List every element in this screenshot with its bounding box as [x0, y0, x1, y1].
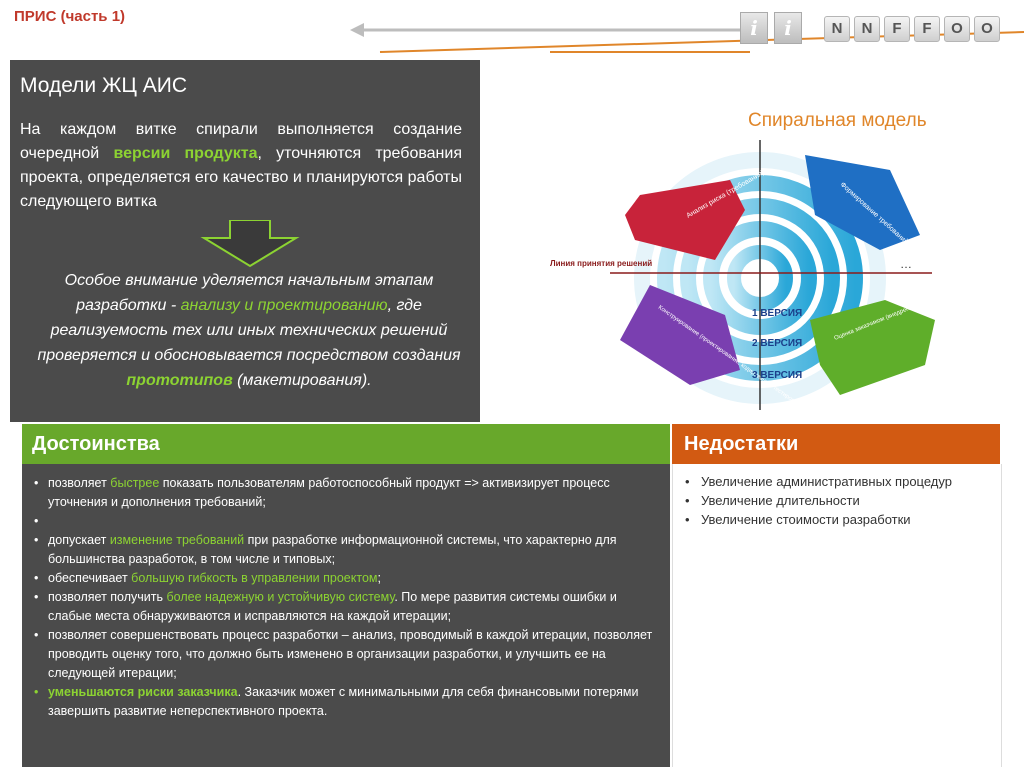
intro-text: На каждом витке спирали выполняется созд…: [20, 121, 462, 210]
logo-letter: N: [824, 16, 850, 42]
formation-block: [805, 155, 920, 250]
logo-letter: O: [974, 16, 1000, 42]
dots-label: …: [900, 257, 912, 271]
evaluation-block: [810, 300, 935, 395]
header-arrow: [350, 23, 750, 53]
construction-block: [620, 285, 740, 385]
logo-cube: i: [740, 12, 768, 44]
disadvantages-list: Увеличение административных процедур Уве…: [683, 472, 993, 529]
version-label: 2 ВЕРСИЯ: [752, 338, 802, 349]
logo: i i N N F F O O: [740, 4, 1024, 48]
logo-letter: O: [944, 16, 970, 42]
disadvantages-panel: Увеличение административных процедур Уве…: [672, 464, 1002, 767]
analysis-block: [625, 180, 745, 260]
logo-cube: i: [774, 12, 802, 44]
acceptance-label: Линия принятия решений: [550, 259, 652, 268]
list-item: Увеличение административных процедур: [683, 472, 993, 491]
version-label: 3 ВЕРСИЯ: [752, 370, 802, 381]
list-item: позволяет получить более надежную и усто…: [34, 588, 662, 626]
logo-letter: F: [884, 16, 910, 42]
models-panel: Модели ЖЦ АИС На каждом витке спирали вы…: [10, 60, 480, 422]
advantages-header: Достоинства: [22, 424, 670, 464]
page-title: ПРИС (часть 1): [14, 8, 126, 25]
spiral-diagram: Анализ риска (требования) Формирование т…: [550, 140, 960, 410]
list-item: Увеличение длительности: [683, 491, 993, 510]
list-item: позволяет совершенствовать процесс разра…: [34, 626, 662, 683]
panel-title: Модели ЖЦ АИС: [20, 74, 188, 97]
advantages-panel: позволяет быстрее показать пользователям…: [22, 464, 670, 767]
list-item: допускает изменение требований при разра…: [34, 531, 662, 569]
diagram-title: Спиральная модель: [748, 110, 927, 131]
emphasis-text: Особое внимание уделяется начальным этап…: [37, 272, 461, 389]
disadvantages-header: Недостатки: [672, 424, 1000, 464]
list-item: Увеличение стоимости разработки: [683, 510, 993, 529]
list-item: уменьшаются риски заказчика. Заказчик мо…: [34, 683, 662, 721]
version-label: 1 ВЕРСИЯ: [752, 308, 802, 319]
list-item: обеспечивает большую гибкость в управлен…: [34, 569, 662, 588]
down-arrow-icon: [200, 220, 300, 268]
logo-letter: F: [914, 16, 940, 42]
list-item: позволяет быстрее показать пользователям…: [34, 474, 662, 512]
list-gap: [34, 512, 662, 531]
logo-letter: N: [854, 16, 880, 42]
advantages-list: позволяет быстрее показать пользователям…: [34, 474, 662, 721]
